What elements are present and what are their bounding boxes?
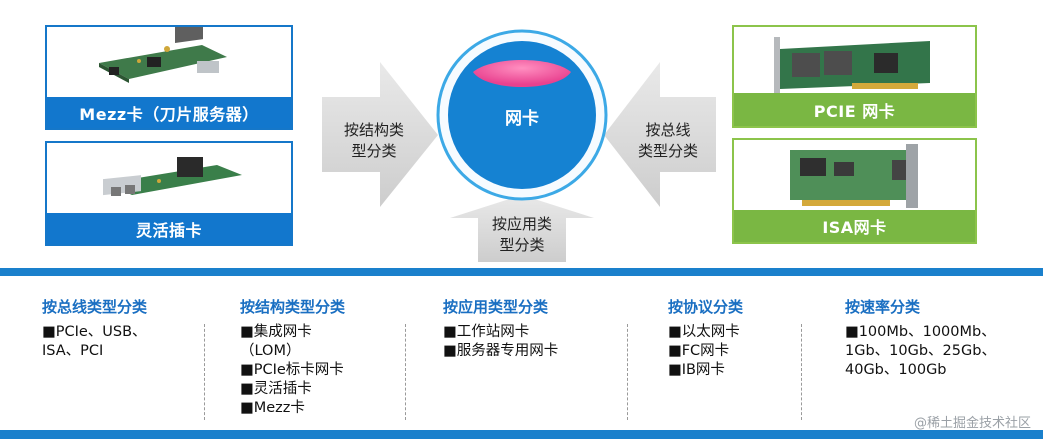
top-band (0, 268, 1043, 276)
category-item: ■工作站网卡 (443, 324, 530, 340)
arrow-bottom-line1: 按应用类 (491, 215, 552, 233)
category-item: ■IB网卡 (668, 362, 725, 378)
arrow-bottom-line2: 型分类 (499, 236, 545, 254)
pcie-board-image (774, 37, 930, 93)
category-item: ■100Mb、1000Mb、 (845, 324, 996, 340)
category-heading: 按应用类型分类 (443, 298, 549, 316)
pcie-card: PCIE 网卡 (732, 25, 977, 128)
left-arrow-shape (322, 62, 438, 207)
flex-board-image (103, 157, 242, 196)
category-item: （LOM） (240, 343, 301, 359)
arrow-right-line2: 类型分类 (637, 142, 698, 160)
column-divider (801, 324, 802, 420)
category-heading: 按结构类型分类 (240, 298, 346, 316)
categories-panel (0, 276, 1043, 430)
mezz-card-label: Mezz卡（刀片服务器） (47, 97, 291, 128)
bottom-arrow-shape (450, 195, 594, 262)
category-speed: 按速率分类 ■100Mb、1000Mb、 1Gb、10Gb、25Gb、 40Gb… (845, 296, 996, 380)
category-item: ISA、PCI (42, 343, 104, 359)
arrow-bottom-text: 按应用类 型分类 (482, 214, 562, 256)
isa-card: ISA网卡 (732, 138, 977, 244)
column-divider (627, 324, 628, 420)
category-heading: 按速率分类 (845, 298, 921, 316)
watermark: @稀土掘金技术社区 (913, 416, 1031, 431)
category-heading: 按总线类型分类 (42, 298, 148, 316)
arrow-left-line2: 型分类 (351, 142, 397, 160)
isa-board-image (790, 144, 918, 208)
category-item: 1Gb、10Gb、25Gb、 (845, 343, 996, 359)
bottom-band (0, 430, 1043, 439)
center-circle-highlight (473, 60, 571, 87)
arrow-right-line1: 按总线 (645, 121, 691, 139)
mezz-board-image (99, 27, 227, 83)
column-divider (204, 324, 205, 420)
category-item: ■PCIe、USB、 (42, 324, 147, 340)
category-item: ■灵活插卡 (240, 381, 312, 397)
category-item: ■服务器专用网卡 (443, 343, 559, 359)
flex-card: 灵活插卡 (45, 141, 293, 246)
flex-card-label: 灵活插卡 (47, 213, 291, 244)
category-item: ■PCIe标卡网卡 (240, 362, 344, 378)
right-arrow-shape (604, 62, 716, 207)
category-item: ■以太网卡 (668, 324, 740, 340)
category-protocol: 按协议分类 ■以太网卡 ■FC网卡 ■IB网卡 (668, 296, 743, 380)
classification-diagram (322, 29, 716, 262)
isa-card-label: ISA网卡 (734, 210, 975, 242)
arrow-left-line1: 按结构类 (343, 121, 404, 139)
category-structure: 按结构类型分类 ■集成网卡 （LOM） ■PCIe标卡网卡 ■灵活插卡 ■Mez… (240, 296, 345, 418)
arrow-left-text: 按结构类 型分类 (334, 120, 414, 162)
mezz-card: Mezz卡（刀片服务器） (45, 25, 293, 130)
pcie-card-label: PCIE 网卡 (734, 93, 975, 126)
category-bus: 按总线类型分类 ■PCIe、USB、 ISA、PCI (42, 296, 147, 361)
arrow-right-text: 按总线 类型分类 (628, 120, 708, 162)
category-item: ■FC网卡 (668, 343, 730, 359)
category-item: ■Mezz卡 (240, 400, 305, 416)
column-divider (405, 324, 406, 420)
category-item: ■集成网卡 (240, 324, 312, 340)
category-application: 按应用类型分类 ■工作站网卡 ■服务器专用网卡 (443, 296, 558, 361)
category-heading: 按协议分类 (668, 298, 744, 316)
category-item: 40Gb、100Gb (845, 362, 947, 378)
center-label: 网卡 (505, 109, 539, 129)
